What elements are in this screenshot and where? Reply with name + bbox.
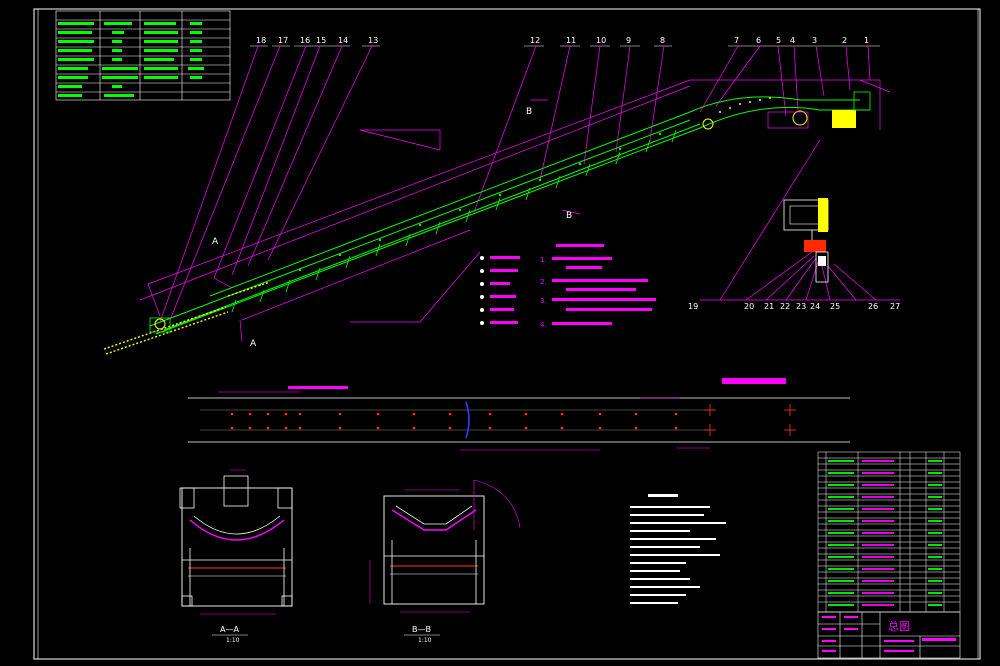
head-pulley xyxy=(702,79,891,130)
conveyor-idlers xyxy=(231,129,677,313)
tech-notes: 1. 2. 3. 4. xyxy=(540,244,656,329)
callout-1: 1 xyxy=(864,36,869,45)
tech-note-3-num: 3. xyxy=(540,297,547,305)
callout-20: 20 xyxy=(744,302,754,311)
section-mark-a-top: A xyxy=(212,237,219,247)
callout-13: 13 xyxy=(368,36,378,45)
tech-note-1-num: 1. xyxy=(540,256,547,264)
section-a-a-label: A—A xyxy=(220,625,239,634)
callout-11: 11 xyxy=(566,36,576,45)
spec-table xyxy=(55,10,231,101)
inner-border xyxy=(37,8,979,660)
callout-2: 2 xyxy=(842,36,847,45)
head-yellow-marks xyxy=(719,97,771,113)
callout-26: 26 xyxy=(868,302,878,311)
tech-requirements xyxy=(630,494,726,604)
title-block xyxy=(817,611,961,659)
section-mark-b-bottom: B xyxy=(566,211,572,221)
spec-table-text-marks xyxy=(58,22,204,97)
section-a-a-scale: 1:10 xyxy=(226,637,240,644)
parts-list-text-marks xyxy=(828,460,942,606)
legend xyxy=(480,256,520,325)
callout-27: 27 xyxy=(890,302,900,311)
callout-6: 6 xyxy=(756,36,761,45)
callout-18: 18 xyxy=(256,36,266,45)
callout-21: 21 xyxy=(764,302,774,311)
callout-23: 23 xyxy=(796,302,806,311)
conveyor-rollers xyxy=(258,132,662,287)
callout-9: 9 xyxy=(626,36,631,45)
title-block-text-marks xyxy=(822,616,956,652)
section-a-a xyxy=(179,469,293,615)
outer-border xyxy=(33,8,981,660)
callouts-top: 18 17 16 15 14 13 12 11 10 9 8 7 6 5 4 3… xyxy=(256,36,869,45)
callout-3: 3 xyxy=(812,36,817,45)
callout-22: 22 xyxy=(780,302,790,311)
section-marks: B B A A xyxy=(212,107,572,349)
parts-list xyxy=(817,451,961,613)
callout-12: 12 xyxy=(530,36,540,45)
callouts-bottom: 19 20 21 22 23 24 25 26 27 xyxy=(688,302,900,311)
feed-section xyxy=(103,281,271,355)
callout-15: 15 xyxy=(316,36,326,45)
callout-24: 24 xyxy=(810,302,820,311)
callout-19: 19 xyxy=(688,302,698,311)
callout-8: 8 xyxy=(660,36,665,45)
foundation-end-marks xyxy=(704,404,796,436)
tail-pulley xyxy=(149,317,171,333)
callout-25: 25 xyxy=(830,302,840,311)
tech-note-2-num: 2. xyxy=(540,278,547,286)
callout-7: 7 xyxy=(734,36,739,45)
conveyor-main xyxy=(149,96,870,335)
section-b-b-label: B—B xyxy=(412,625,431,634)
section-b-b-scale: 1:10 xyxy=(418,637,432,644)
title-block-title: 总图 xyxy=(888,619,910,633)
section-mark-a-bottom: A xyxy=(250,339,257,349)
callout-4: 4 xyxy=(790,36,795,45)
section-mark-b-top: B xyxy=(526,107,532,117)
leader-lines xyxy=(139,45,900,343)
tech-note-4-num: 4. xyxy=(540,321,547,329)
callout-16: 16 xyxy=(300,36,310,45)
callout-10: 10 xyxy=(596,36,606,45)
foundation-bolts xyxy=(230,412,678,430)
callout-5: 5 xyxy=(776,36,781,45)
foundation-plan xyxy=(188,378,850,451)
callout-17: 17 xyxy=(278,36,288,45)
detail-pulley-view xyxy=(783,198,829,283)
section-b-b xyxy=(369,479,521,613)
callout-14: 14 xyxy=(338,36,348,45)
